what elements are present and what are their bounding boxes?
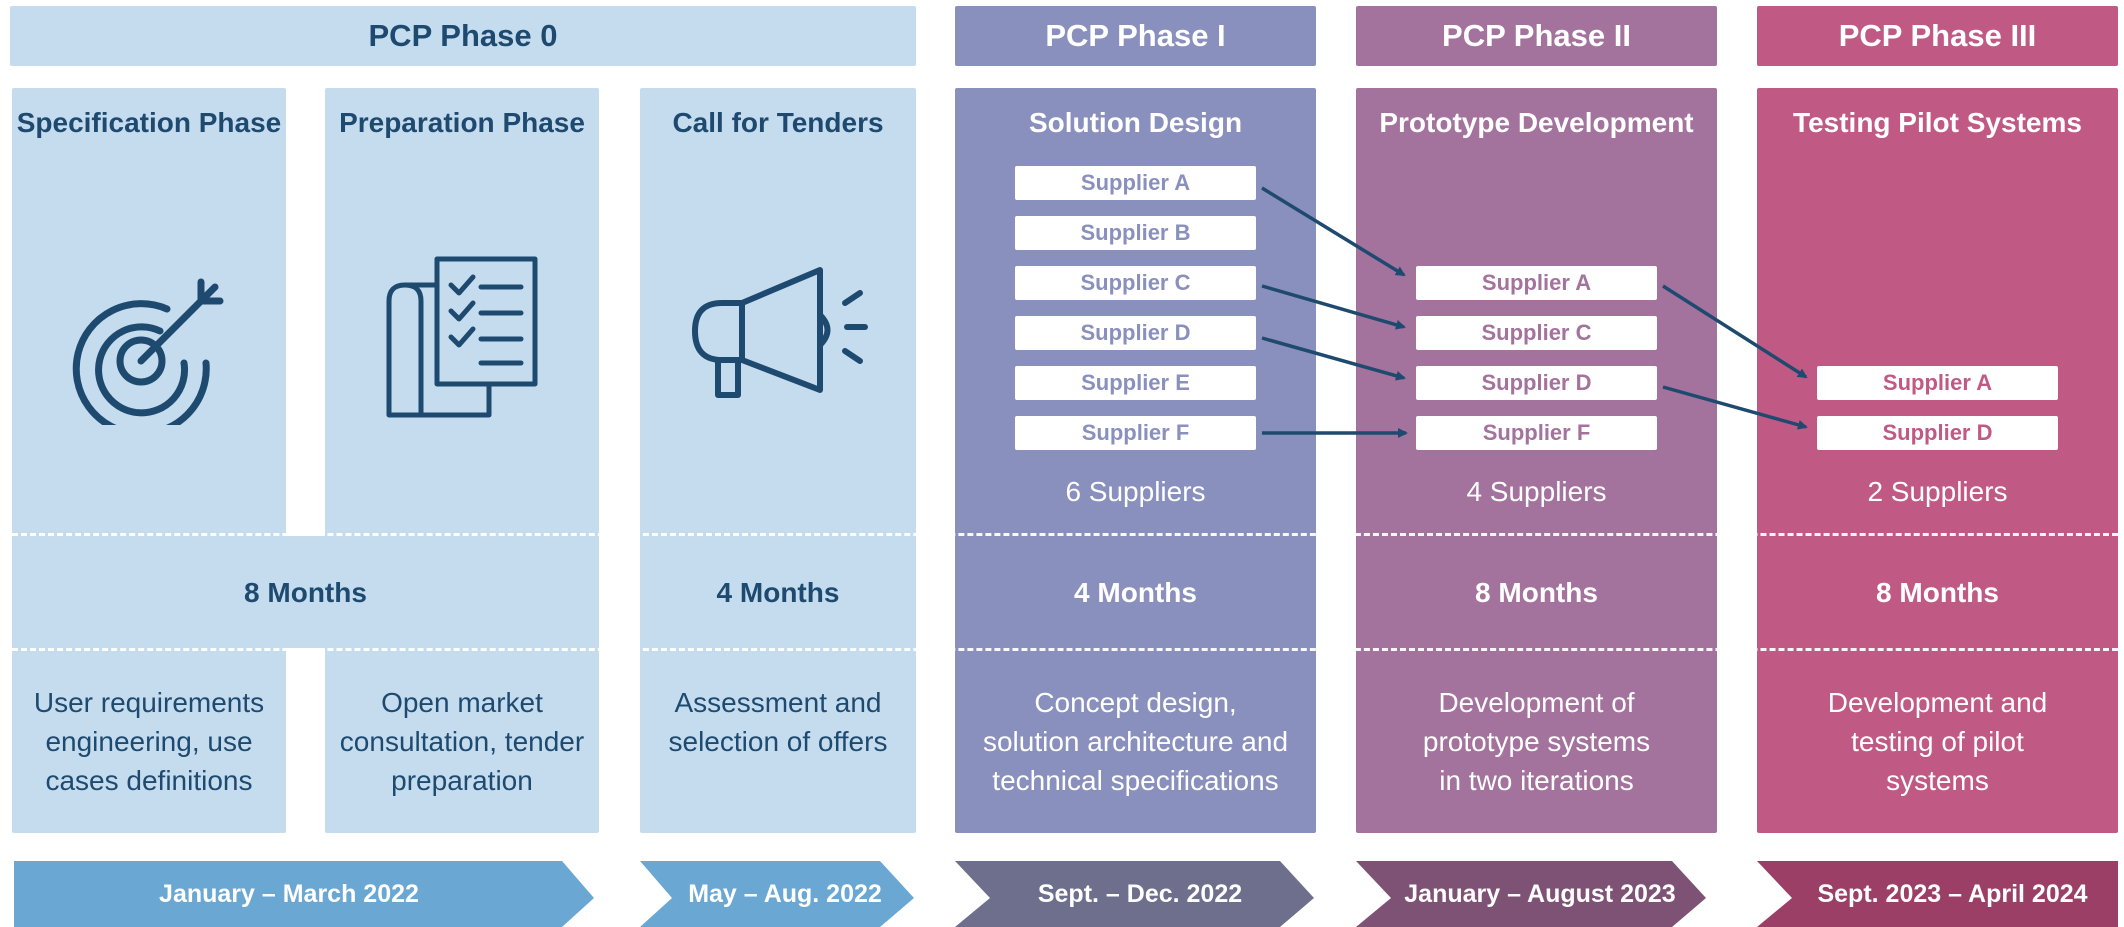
duration-label: 8 Months <box>1475 577 1598 608</box>
supplier-count: 2 Suppliers <box>1867 476 2008 507</box>
duration-label: 4 Months <box>716 577 840 608</box>
supplier-box: Supplier F <box>1015 416 1256 450</box>
supplier-box: Supplier D <box>1015 316 1256 350</box>
separator-top <box>12 533 2118 536</box>
duration-label: 8 Months <box>1876 577 1999 608</box>
timeline-label: January – August 2023 <box>1404 879 1676 908</box>
supplier-box: Supplier A <box>1015 166 1256 200</box>
supplier-box: Supplier F <box>1416 416 1657 450</box>
column-preparation <box>325 88 599 833</box>
megaphone-icon <box>692 267 868 398</box>
phase-0-header: PCP Phase 0 <box>10 6 916 66</box>
timeline-label: Sept. – Dec. 2022 <box>1037 879 1243 908</box>
column-title: Solution Design <box>1028 107 1243 138</box>
phase-3-header: PCP Phase III <box>1757 6 2118 66</box>
timeline-label: Sept. 2023 – April 2024 <box>1817 879 2088 908</box>
column-description: Concept design, solution architecture an… <box>982 687 1289 796</box>
supplier-box: Supplier B <box>1015 216 1256 250</box>
supplier-box: Supplier D <box>1817 416 2058 450</box>
duration-bridge <box>286 536 325 648</box>
column-specification <box>12 88 286 833</box>
checklist-icon <box>386 256 538 418</box>
phase-1-header: PCP Phase I <box>955 6 1316 66</box>
supplier-count: 6 Suppliers <box>1065 476 1206 507</box>
column-title: Specification Phase <box>16 107 282 138</box>
column-title: Prototype Development <box>1379 107 1694 138</box>
column-description: Development of prototype systems in two … <box>1422 687 1651 796</box>
supplier-box: Supplier E <box>1015 366 1256 400</box>
column-title: Preparation Phase <box>339 107 585 138</box>
column-title: Testing Pilot Systems <box>1793 107 2082 138</box>
duration-label: 8 Months <box>244 577 367 608</box>
column-solution-design <box>955 88 1316 833</box>
supplier-box: Supplier C <box>1015 266 1256 300</box>
timeline-label: May – Aug. 2022 <box>688 879 882 908</box>
duration-label: 4 Months <box>1074 577 1197 608</box>
column-title: Call for Tenders <box>672 107 884 138</box>
supplier-box: Supplier A <box>1416 266 1657 300</box>
separator-bottom <box>12 648 2118 651</box>
column-description: Development and testing of pilot systems <box>1827 687 2048 796</box>
target-icon <box>72 278 224 425</box>
column-prototype-development <box>1356 88 1717 833</box>
column-call-for-tenders <box>640 88 916 833</box>
column-testing-pilot <box>1757 88 2118 833</box>
supplier-box: Supplier D <box>1416 366 1657 400</box>
column-description: User requirements engineering, use cases… <box>33 687 265 796</box>
column-description: Assessment and selection of offers <box>668 687 888 757</box>
phase-2-header: PCP Phase II <box>1356 6 1717 66</box>
supplier-box: Supplier C <box>1416 316 1657 350</box>
timeline-label: January – March 2022 <box>159 879 419 908</box>
supplier-count: 4 Suppliers <box>1466 476 1607 507</box>
supplier-box: Supplier A <box>1817 366 2058 400</box>
column-description: Open market consultation, tender prepara… <box>339 687 585 796</box>
